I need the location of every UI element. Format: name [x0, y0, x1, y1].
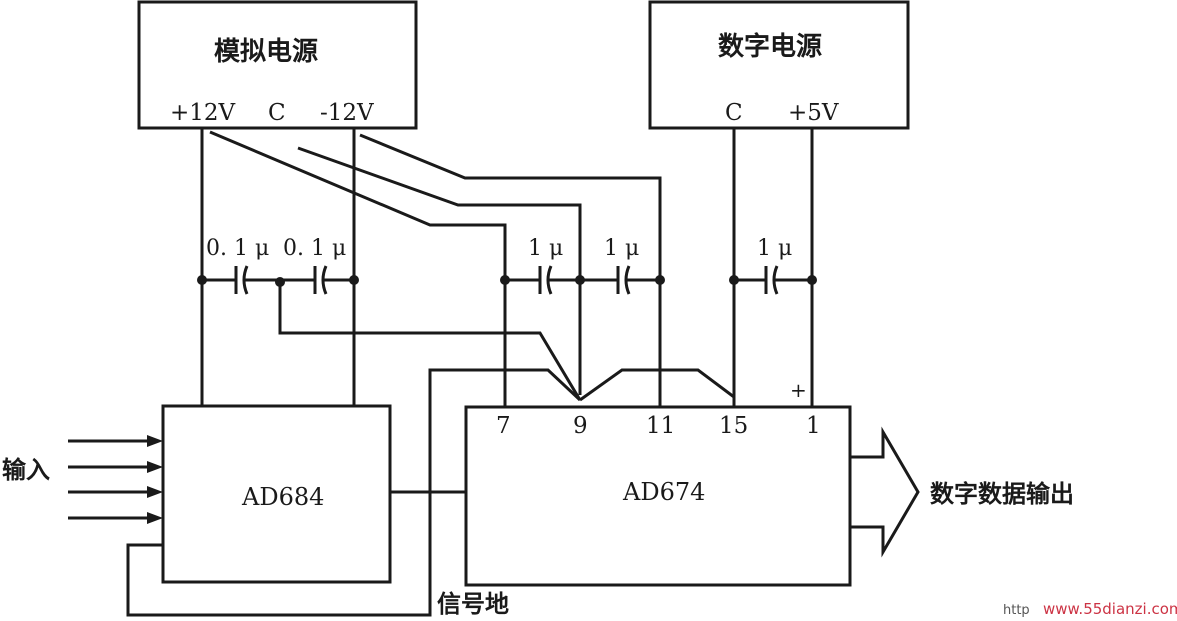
digital-supply-pin-pos: +5V: [788, 100, 839, 126]
capacitor-mid-right-label: 1 μ: [604, 236, 639, 261]
ad674-chip: AD674 7 9 11 15 1 +: [464, 378, 852, 587]
ad674-pin-1: 1: [806, 413, 821, 439]
capacitor-mid-left: [538, 265, 553, 295]
capacitor-mid-left-label: 1 μ: [528, 236, 563, 261]
input-label: 输入: [2, 456, 50, 484]
arrow-icon: [147, 435, 163, 447]
digital-power-supply: 数字电源 C +5V: [648, 0, 910, 130]
junction-dot: [197, 275, 207, 285]
watermark-prefix: http: [1003, 603, 1030, 618]
capacitor-digital: [764, 265, 779, 295]
capacitor-analog-right: [313, 265, 328, 295]
output-label: 数字数据输出: [930, 480, 1074, 508]
analog-power-supply: 模拟电源 +12V C -12V: [137, 0, 418, 130]
capacitor-digital-label: 1 μ: [757, 236, 792, 261]
junction-dot: [500, 275, 510, 285]
capacitor-mid-right: [616, 265, 631, 295]
junction-dot: [729, 275, 739, 285]
watermark: http www.55dianzi.com: [1003, 600, 1177, 618]
digital-supply-pin-com: C: [725, 100, 743, 126]
junctions: [197, 275, 817, 287]
junction-dot: [807, 275, 817, 285]
analog-supply-pin-pos: +12V: [170, 100, 236, 126]
ad674-pin-15: 15: [719, 413, 748, 439]
watermark-site: www.55dianzi.com: [1043, 600, 1177, 618]
ad674-pin-7: 7: [496, 413, 511, 439]
signal-ground-label: 信号地: [437, 590, 509, 618]
ad674-plus-mark: +: [790, 378, 807, 402]
wires: [126, 128, 814, 617]
output-bus-arrow-icon: [850, 426, 920, 558]
ad674-pin-11: 11: [646, 413, 675, 439]
ad684-chip: AD684: [161, 404, 392, 584]
junction-dot: [349, 275, 359, 285]
capacitor-analog-left: [234, 265, 249, 295]
analog-supply-title: 模拟电源: [214, 37, 318, 67]
digital-supply-title: 数字电源: [718, 31, 822, 62]
junction-dot: [275, 277, 285, 287]
junction-dot: [655, 275, 665, 285]
input-arrows: [68, 435, 163, 524]
analog-supply-pin-neg: -12V: [320, 100, 374, 126]
ad674-pin-9: 9: [573, 413, 588, 439]
junction-dot: [575, 275, 585, 285]
ad674-label: AD674: [622, 478, 705, 506]
capacitor-analog-right-label: 0. 1 μ: [283, 236, 346, 261]
arrow-icon: [147, 512, 163, 524]
capacitor-analog-left-label: 0. 1 μ: [206, 236, 269, 261]
analog-supply-pin-com: C: [268, 100, 286, 126]
arrow-icon: [147, 461, 163, 473]
arrow-icon: [147, 486, 163, 498]
ad684-label: AD684: [241, 483, 324, 511]
